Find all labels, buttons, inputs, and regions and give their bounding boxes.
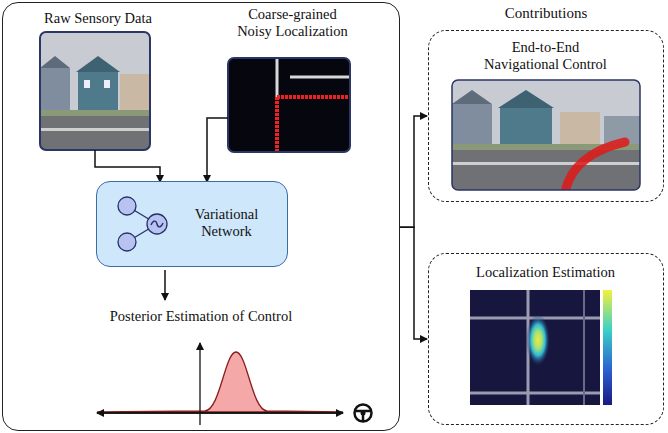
control-photo <box>452 150 640 190</box>
street-photo <box>40 32 150 150</box>
control-photo <box>452 162 640 165</box>
posterior-plot <box>97 412 343 413</box>
section-title: Contributions <box>446 5 646 22</box>
posterior-plot <box>356 410 370 413</box>
street-photo <box>78 72 118 116</box>
connector-arrow <box>400 116 427 227</box>
network-icon <box>151 221 163 227</box>
estimate-map <box>470 290 612 405</box>
localization-map <box>277 95 349 99</box>
street-photo <box>40 56 70 68</box>
street-photo <box>84 80 90 88</box>
network-icon <box>118 233 136 251</box>
street-photo <box>40 116 150 150</box>
network-icon <box>147 214 167 234</box>
street-photo <box>40 128 150 131</box>
localization-map <box>276 59 279 97</box>
contribution-box: Localization Estimation <box>428 253 664 425</box>
node-text: Raw Sensory Data <box>23 10 173 27</box>
pipeline-panel: Raw Sensory Data Coarse-grained Noisy Loc… <box>2 2 400 431</box>
flow-arrow <box>164 270 166 300</box>
posterior-plot <box>355 405 372 422</box>
network-icon <box>101 182 181 266</box>
control-photo <box>565 142 625 190</box>
node-text: Coarse-grained Noisy Localization <box>235 6 350 41</box>
node-text: Localization Estimation <box>446 264 646 281</box>
localization-map <box>290 76 349 79</box>
posterior-plot <box>97 343 372 425</box>
flow-arrow <box>95 150 160 182</box>
node-text: Variational Network <box>177 206 277 241</box>
localization-map <box>228 58 350 152</box>
control-photo <box>498 90 554 108</box>
posterior-plot <box>199 343 200 425</box>
posterior-plot <box>362 413 365 421</box>
estimate-map <box>603 290 612 405</box>
network-icon <box>118 197 136 215</box>
control-photo <box>452 104 492 150</box>
estimate-map <box>526 314 550 366</box>
contribution-box: End-to-End Navigational Control <box>428 30 664 202</box>
posterior-plot <box>97 352 343 412</box>
estimate-map <box>470 290 600 405</box>
control-photo <box>452 80 640 190</box>
localization-map <box>275 97 279 151</box>
control-photo <box>560 112 600 148</box>
node-text: End-to-End Navigational Control <box>478 39 614 74</box>
control-photo <box>500 108 552 148</box>
street-photo <box>120 74 150 116</box>
node-text: Posterior Estimation of Control <box>51 308 351 325</box>
photo-frame <box>452 80 640 190</box>
street-photo <box>104 80 110 88</box>
connector-arrow <box>400 227 427 339</box>
flow-arrow <box>207 118 228 182</box>
estimate-map <box>583 290 585 405</box>
control-photo <box>452 90 492 104</box>
photo-frame <box>40 32 150 150</box>
control-photo <box>452 80 640 190</box>
estimate-map <box>470 392 600 395</box>
localization-map <box>228 58 350 152</box>
network-box: Variational Network <box>96 181 288 267</box>
street-photo <box>40 32 150 150</box>
posterior-plot <box>97 412 343 413</box>
street-photo <box>76 56 120 72</box>
